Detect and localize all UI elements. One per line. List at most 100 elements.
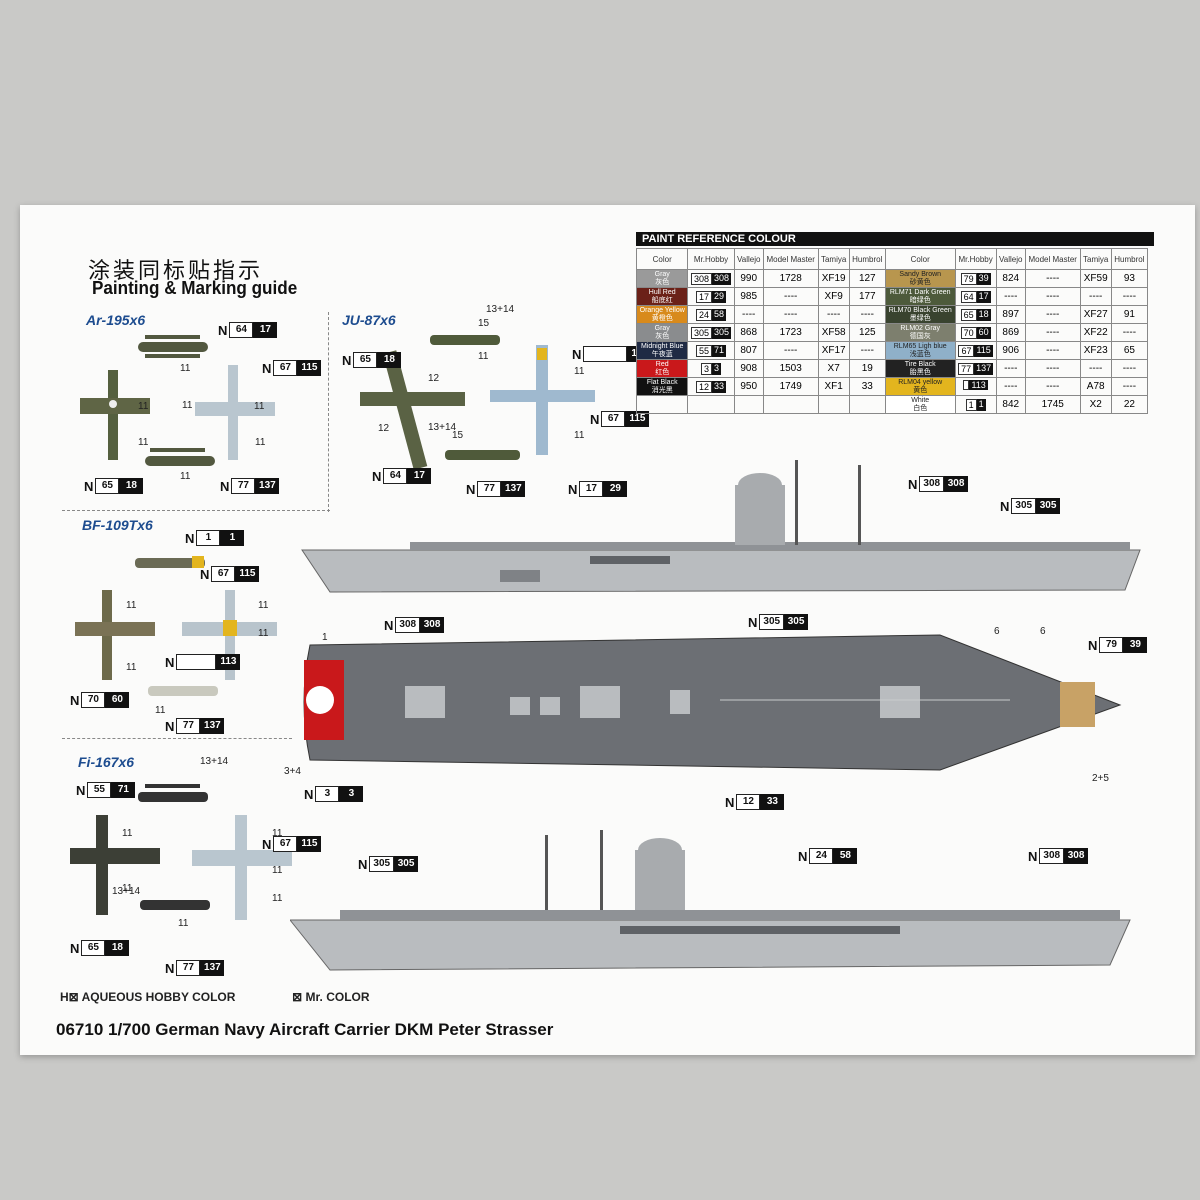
paint-value: XF19	[817, 269, 850, 288]
paint-table-header: Mr.Hobby	[687, 248, 735, 270]
paint-swatch: Red 红色	[635, 359, 689, 378]
ar195-side-view-2	[145, 448, 215, 466]
bf109-bottom-view	[182, 590, 277, 680]
fi167-label: Fi-167x6	[78, 754, 135, 770]
paint-value: ----	[995, 359, 1026, 378]
ref-number: 15	[452, 430, 464, 441]
code-a: 70	[960, 326, 977, 339]
divider	[62, 738, 292, 739]
paint-value: X2	[1079, 395, 1112, 414]
paint-value: ----	[1024, 359, 1081, 378]
ref-number: 6	[994, 626, 1000, 637]
paint-value: 908	[733, 359, 764, 378]
bf109-side-view-2	[148, 686, 218, 696]
paint-swatch: Flat Black 消光黑	[635, 377, 689, 396]
code-a: 24	[696, 308, 713, 321]
paint-value: 1723	[762, 323, 819, 342]
ref-number: 11	[180, 471, 191, 482]
paint-value: XF59	[1079, 269, 1112, 288]
paint-value: ----	[848, 341, 886, 360]
code-a: 77	[958, 362, 975, 375]
code-a: 55	[696, 344, 713, 357]
ar195-top-view	[80, 370, 150, 460]
code-b: 71	[712, 344, 727, 357]
code-b: 308	[712, 272, 732, 285]
code-b: 1	[976, 398, 986, 411]
ref-number: 11	[258, 628, 269, 639]
paint-value: ----	[995, 287, 1026, 306]
fi167-top-view	[70, 815, 160, 915]
ref-number: 15	[478, 318, 490, 329]
bf109-side-view	[135, 556, 205, 568]
ref-number: 11	[574, 366, 585, 377]
paint-value: 125	[848, 323, 886, 342]
paint-value	[762, 395, 819, 414]
paint-value: ----	[817, 305, 850, 324]
ship-deck-view	[303, 634, 1122, 771]
paint-value: 824	[995, 269, 1026, 288]
paint-value: XF23	[1079, 341, 1112, 360]
paint-value: 842	[995, 395, 1026, 414]
paint-value: ----	[1024, 341, 1081, 360]
ref-number: 13+14	[200, 756, 229, 767]
divider	[62, 510, 330, 511]
paint-swatch: Tire Black 胎黑色	[884, 359, 956, 378]
paint-value: 950	[733, 377, 764, 396]
paint-table-header: Color	[884, 248, 956, 270]
paint-swatch: RLM02 Gray 德国灰	[884, 323, 956, 342]
ref-number: 2+5	[1092, 773, 1109, 784]
paint-value: XF58	[817, 323, 850, 342]
ref-number: 11	[126, 662, 137, 673]
ju87-label: JU-87x6	[342, 312, 396, 328]
paint-swatch: Gray 灰色	[635, 323, 689, 342]
ref-number: 11	[138, 437, 149, 448]
ref-number: 11	[272, 865, 283, 876]
paint-value: 869	[995, 323, 1026, 342]
paint-value: ----	[995, 377, 1026, 396]
paint-value: 1503	[762, 359, 819, 378]
fi167-bottom-view	[192, 815, 292, 920]
ref-number: 13+14	[428, 422, 457, 433]
paint-swatch	[635, 395, 689, 414]
paint-value: 906	[995, 341, 1026, 360]
ref-number: 12	[378, 423, 390, 434]
paint-swatch: Sandy Brown 砂黄色	[884, 269, 956, 288]
paint-value: X7	[817, 359, 850, 378]
ref-number: 1	[322, 632, 328, 643]
paint-value: ----	[1079, 287, 1112, 306]
paint-value: 91	[1110, 305, 1149, 324]
code-b: 33	[712, 380, 727, 393]
aqueous-mark: H⊠	[60, 990, 79, 1004]
paint-value	[733, 395, 764, 414]
paint-swatch: RLM04 yellow 黄色	[884, 377, 956, 396]
code-a: 3	[701, 362, 713, 375]
paint-value: 897	[995, 305, 1026, 324]
ref-number: 13+14	[486, 304, 515, 315]
bf109-label: BF-109Tx6	[82, 517, 153, 533]
ship-side-view-top	[301, 460, 1141, 593]
